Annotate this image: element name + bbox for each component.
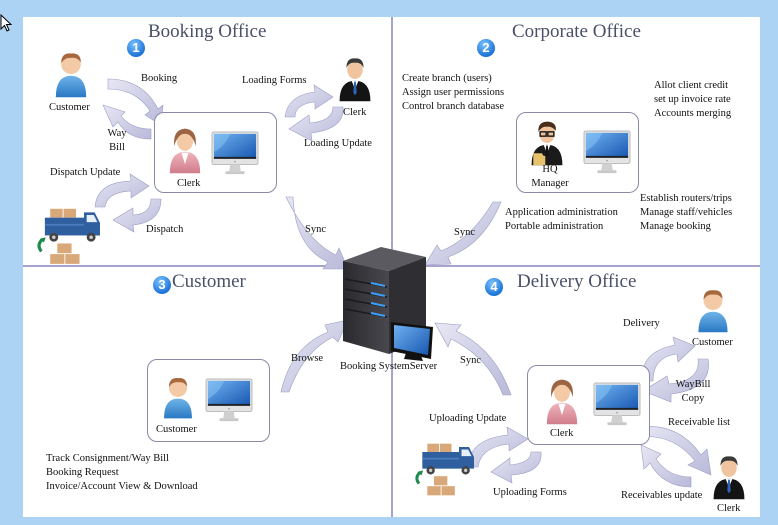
flow-label-uploading-forms: Uploading Forms bbox=[493, 487, 567, 498]
server-label: Booking SystemServer bbox=[340, 361, 438, 372]
quadrant-title-booking-office: Booking Office bbox=[148, 21, 267, 42]
delivery-truck-icon bbox=[28, 207, 108, 271]
step-badge-4: 4 bbox=[485, 278, 503, 296]
corporate-duties-top-left: Create branch (users) Assign user permis… bbox=[402, 72, 504, 114]
workstation-label-clerk: Clerk bbox=[177, 178, 201, 189]
duty-item: set up invoice rate bbox=[654, 94, 731, 105]
step-badge-2: 2 bbox=[477, 39, 495, 57]
customer-icon bbox=[695, 286, 731, 334]
clerk-female-icon bbox=[167, 125, 203, 175]
duty-item: Establish routers/trips bbox=[640, 193, 732, 204]
hq-manager-workstation: HQ Manager bbox=[516, 112, 639, 193]
monitor-icon bbox=[592, 382, 642, 428]
duty-item: Portable administration bbox=[505, 221, 604, 232]
flow-label-browse: Browse bbox=[291, 353, 324, 364]
flow-label-sync-booking: Sync bbox=[305, 224, 326, 235]
arrow-dispatch bbox=[112, 198, 162, 233]
duty-item: Manage staff/vehicles bbox=[640, 207, 733, 218]
arrow-uploading-forms bbox=[490, 451, 542, 484]
customer-features-list: Track Consignment/Way Bill Booking Reque… bbox=[46, 452, 198, 494]
monitor-icon bbox=[211, 131, 259, 177]
flow-label-way: Way bbox=[107, 128, 127, 139]
flow-label-loading-update: Loading Update bbox=[304, 138, 372, 149]
customer-workstation: Customer bbox=[147, 359, 270, 442]
arrow-uploading-update bbox=[467, 426, 529, 468]
flow-label-dispatch-update: Dispatch Update bbox=[50, 167, 121, 178]
duty-item: Application administration bbox=[505, 207, 618, 218]
quadrant-title-corporate-office: Corporate Office bbox=[512, 21, 641, 42]
workstation-label-hq-manager: HQ Manager bbox=[525, 163, 575, 191]
arrow-receivable-list bbox=[637, 426, 712, 476]
flow-label-copy: Copy bbox=[681, 393, 705, 404]
actor-label-clerk: Clerk bbox=[717, 503, 741, 514]
arrow-sync-delivery bbox=[434, 322, 512, 396]
duty-item: Accounts merging bbox=[654, 108, 732, 119]
customer-icon bbox=[160, 374, 196, 420]
flow-label-sync-delivery: Sync bbox=[460, 355, 481, 366]
step-badge-1: 1 bbox=[127, 39, 145, 57]
corporate-duties-bottom-right: Establish routers/trips Manage staff/veh… bbox=[640, 192, 732, 234]
clerk-male-icon bbox=[337, 55, 373, 103]
duty-item: Create branch (users) bbox=[402, 73, 492, 84]
actor-label-customer: Customer bbox=[692, 337, 733, 348]
duty-item: Assign user permissions bbox=[402, 87, 505, 98]
workstation-label-customer: Customer bbox=[156, 424, 197, 435]
flow-label-bill: Bill bbox=[109, 142, 125, 153]
actor-label-customer: Customer bbox=[49, 102, 90, 113]
flow-label-dispatch: Dispatch bbox=[146, 224, 184, 235]
workstation-label-clerk: Clerk bbox=[550, 428, 574, 439]
duty-item: Control branch database bbox=[402, 101, 505, 112]
flow-label-receivable-list: Receivable list bbox=[668, 417, 731, 428]
flow-arrows-layer bbox=[94, 78, 712, 488]
step-badge-3: 3 bbox=[153, 276, 171, 294]
delivery-truck-icon bbox=[408, 442, 480, 502]
corporate-duties-bottom-left: Application administration Portable admi… bbox=[505, 206, 618, 234]
booking-system-server-icon bbox=[343, 247, 433, 361]
arrow-receivables-update bbox=[640, 444, 692, 488]
flow-label-sync-corporate: Sync bbox=[454, 227, 475, 238]
actor-label-clerk: Clerk bbox=[343, 107, 367, 118]
customer-icon bbox=[51, 49, 91, 99]
label-manager: Manager bbox=[531, 178, 569, 189]
flow-label-loading-forms: Loading Forms bbox=[242, 75, 307, 86]
mouse-cursor-icon bbox=[0, 14, 12, 32]
arrow-way-bill bbox=[102, 104, 152, 140]
clerk-female-icon bbox=[544, 376, 580, 426]
arrow-sync-booking bbox=[285, 196, 349, 270]
arrow-delivery bbox=[642, 336, 696, 382]
arrow-loading-update bbox=[288, 106, 344, 142]
flow-label-receivables-update: Receivables update bbox=[621, 490, 703, 501]
feature-item: Invoice/Account View & Download bbox=[46, 481, 198, 492]
hq-manager-icon bbox=[529, 119, 565, 167]
flow-label-uploading-update: Uploading Update bbox=[429, 413, 507, 424]
flow-label-waybill: WayBill bbox=[675, 379, 711, 390]
flow-label-way-bill: Way Bill bbox=[105, 127, 129, 155]
flow-label-waybill-copy: WayBill Copy bbox=[673, 378, 713, 406]
label-hq: HQ bbox=[542, 164, 558, 175]
duty-item: Allot client credit bbox=[654, 80, 729, 91]
flow-label-delivery: Delivery bbox=[623, 318, 660, 329]
delivery-clerk-workstation: Clerk bbox=[527, 365, 650, 445]
feature-item: Track Consignment/Way Bill bbox=[46, 453, 170, 464]
duty-item: Manage booking bbox=[640, 221, 711, 232]
clerk-male-icon bbox=[711, 453, 747, 501]
arrow-dispatch-update bbox=[94, 173, 150, 208]
diagram-canvas: 1 Booking Office Customer Booking Way Bi… bbox=[23, 17, 760, 517]
monitor-icon bbox=[204, 378, 254, 424]
quadrant-title-delivery-office: Delivery Office bbox=[517, 271, 637, 292]
feature-item: Booking Request bbox=[46, 467, 119, 478]
corporate-duties-top-right: Allot client credit set up invoice rate … bbox=[654, 79, 731, 121]
monitor-icon bbox=[583, 130, 631, 176]
arrow-loading-forms bbox=[284, 84, 334, 118]
booking-clerk-workstation: Clerk bbox=[154, 112, 277, 193]
flow-label-booking: Booking bbox=[141, 73, 178, 84]
quadrant-title-customer: Customer bbox=[172, 271, 246, 292]
